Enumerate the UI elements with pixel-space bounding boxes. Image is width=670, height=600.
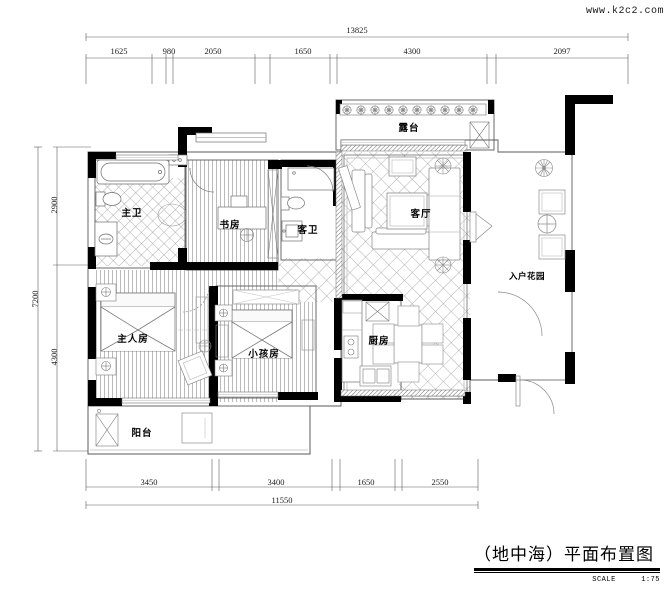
terrace-side-cabinet [469,121,490,149]
main-entry-door [515,375,565,415]
coffee-table [386,192,428,230]
garden-plant [535,159,553,177]
sofa-side [371,227,431,250]
kids-desk [232,289,300,305]
room-label-kids-room: 小孩房 [248,349,280,360]
study-desk [217,195,267,230]
room-label-living-room: 客厅 [410,209,432,220]
scale-label: SCALE [592,576,616,584]
floor-entry-garden [498,152,572,380]
bedroom-wardrobe [195,296,209,344]
room-label-kitchen: 厨房 [368,336,390,347]
cooktop [343,335,359,359]
dining-table [393,324,423,364]
windows [115,139,466,404]
garden-chair-top [538,189,566,215]
tv-wall-unit [338,165,361,211]
kitchen-upper-cab [342,300,363,314]
dining-chairs [372,305,444,383]
study-window [195,132,267,143]
room-label-balcony: 阳台 [131,428,153,439]
study-chair [240,228,254,242]
room-label-master-bedroom: 主人房 [117,334,149,345]
dim-top-total: 13825 [346,25,368,35]
bedroom-lamp [198,339,212,353]
shower-master [157,203,187,227]
room-label-guest-bath: 客卫 [297,225,319,236]
living-sliding-door [469,211,493,243]
dim-bottom-seg-0: 3450 [140,477,158,487]
dim-top-seg-2: 2050 [204,46,222,56]
sink-master [94,221,118,257]
garden-chair-bottom [538,234,566,260]
dim-left-seg-0: 2900 [49,196,59,214]
room-label-entry-garden: 入户花园 [508,272,546,282]
toilet-master [95,191,122,207]
dim-top-seg-5: 2097 [553,46,571,56]
sink-guest [281,220,303,242]
kids-nightstand-top [214,304,233,322]
kids-side-cabinet [301,319,315,351]
title-rule-thin [474,572,660,573]
balcony-cabinet [181,412,213,444]
title-block: （地中海）平面布置图 SCALE 1:75 [474,540,660,584]
bedroom-door [182,285,210,313]
dim-bottom-seg-1: 3400 [267,477,285,487]
kitchen-sink [359,365,392,387]
dimension-lines-bottom [85,459,479,509]
partition-walls [335,144,468,397]
kids-nightstand-bottom [214,359,233,377]
dim-left-seg-1: 4300 [49,348,59,366]
scale-row: SCALE 1:75 [474,576,660,584]
drawing-title: （地中海）平面布置图 [474,545,654,565]
kids-bed [231,309,293,359]
dimension-lines-top [85,33,629,84]
kids-wardrobe [215,324,229,358]
terrace-plants [342,105,478,115]
dim-top-seg-1: 980 [162,46,176,56]
bath-door-master [189,167,215,193]
dim-bottom-seg-2: 1650 [357,477,375,487]
floor-lamp-bottom [434,256,452,274]
dim-top-seg-0: 1625 [110,46,128,56]
room-label-terrace: 露台 [398,123,420,134]
dim-bottom-total: 11550 [271,495,293,505]
tv-cabinet [428,167,461,261]
toilet-guest [280,196,305,211]
title-rule-thick [474,568,660,571]
structural-walls [88,95,613,406]
watermark-text: www.k2c2.com [585,6,664,17]
dim-left-total: 7200 [30,290,40,308]
room-label-master-bath: 主卫 [121,208,143,219]
bathtub [96,159,170,185]
guest-bath-door [306,165,334,193]
nightstand-bottom [95,357,117,376]
balcony-washer [95,409,119,447]
dim-top-seg-4: 4300 [403,46,421,56]
dim-bottom-seg-3: 2550 [431,477,449,487]
refrigerator [365,301,390,322]
dimension-lines-left [34,146,91,452]
nightstand-top [95,283,117,302]
hall-closet [267,169,279,259]
scale-value: 1:75 [641,576,660,584]
garden-table [537,214,557,234]
entry-door-swing [497,291,543,337]
master-bed [100,292,176,352]
guest-bath-counter [287,167,335,191]
floor-lamp-top [434,157,452,175]
dim-top-seg-3: 1650 [294,46,312,56]
room-label-study: 书房 [219,220,241,231]
bedroom-armchair [177,350,213,386]
side-table-top [388,156,417,177]
